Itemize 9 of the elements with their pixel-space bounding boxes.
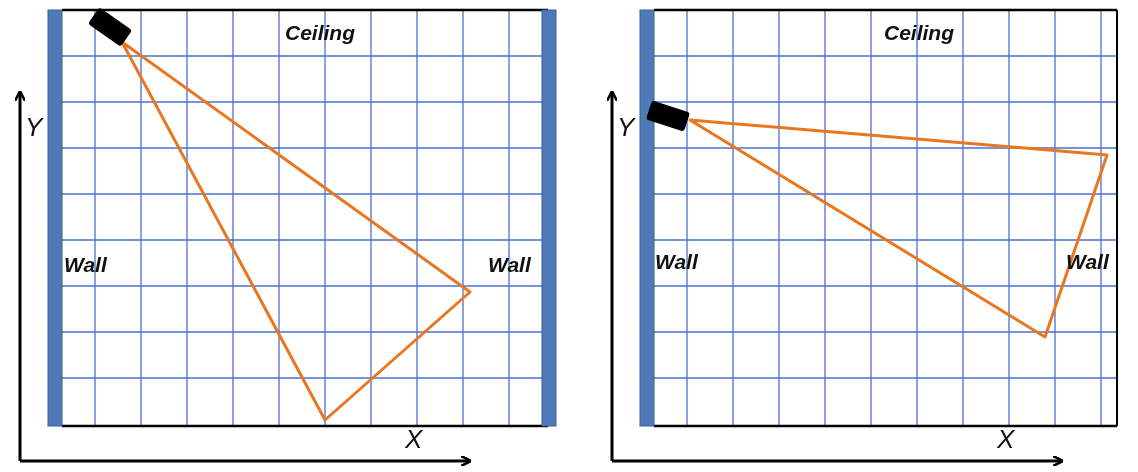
wall-label: Wall bbox=[64, 254, 107, 275]
ceiling-label: Ceiling bbox=[285, 22, 355, 43]
axis-label: Y bbox=[25, 114, 43, 140]
wall-label: Wall bbox=[655, 251, 698, 272]
axis-label: X bbox=[997, 426, 1015, 452]
axis-label: Y bbox=[617, 114, 635, 140]
wall-label: Wall bbox=[488, 254, 531, 275]
axis-label: X bbox=[405, 426, 423, 452]
ceiling-label: Ceiling bbox=[884, 22, 954, 43]
